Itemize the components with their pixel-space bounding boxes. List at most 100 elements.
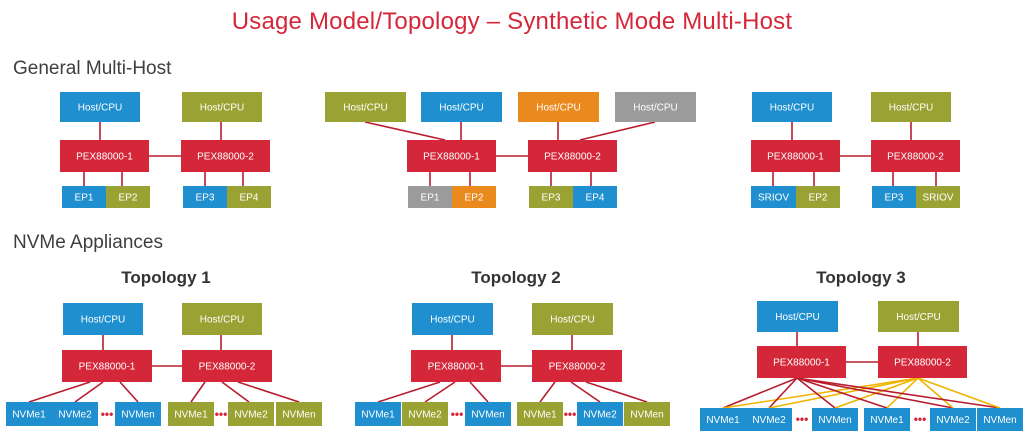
t1-link-pex1-nvme1 xyxy=(28,381,91,403)
gmh1-host-cpu-1-shape xyxy=(60,92,140,122)
t2-host-cpu-1-shape xyxy=(412,303,493,335)
t1-dots-a: ••• xyxy=(101,407,114,421)
t2-nvmen-b-shape xyxy=(624,402,670,426)
topology-2-heading: Topology 2 xyxy=(471,268,561,287)
gmh3-host-cpu-2: Host/CPU xyxy=(871,92,951,122)
t1-nvmen-a: NVMen xyxy=(115,402,161,426)
gmh3-pex88000-1-label: PEX88000-1 xyxy=(767,152,824,163)
gmh1-host-cpu-2-shape xyxy=(182,92,262,122)
t2-dots-a: ••• xyxy=(451,407,464,421)
t3-nvme2-b: NVMe2 xyxy=(930,408,976,431)
topology-1-heading: Topology 1 xyxy=(121,268,211,287)
t2-pex88000-1-label: PEX88000-1 xyxy=(428,362,485,373)
gmh1-ep4: EP4 xyxy=(227,186,271,208)
t1-nvme1-b: NVMe1 xyxy=(168,402,214,426)
t1-nvme2-a: NVMe2 xyxy=(52,402,98,426)
link-hostD-pex2 xyxy=(579,121,656,141)
t3-pex88000-2-label: PEX88000-2 xyxy=(894,358,951,369)
gmh3-pex88000-2-shape xyxy=(871,140,960,172)
gmh3-ep3-label: EP3 xyxy=(885,193,904,204)
gmh2-pex88000-2-shape xyxy=(528,140,617,172)
t2-host-cpu-1: Host/CPU xyxy=(412,303,493,335)
gmh2-ep1-shape xyxy=(408,186,452,208)
gmh1-ep2-label: EP2 xyxy=(119,193,138,204)
gmh2-pex88000-1-label: PEX88000-1 xyxy=(423,152,480,163)
t3-nvmen-b: NVMen xyxy=(977,408,1023,431)
t3-link-pex2-drive-5 xyxy=(917,377,954,409)
t1-nvme2-a-shape xyxy=(52,402,98,426)
t3-nvme2-a-shape xyxy=(746,408,792,431)
gmh1-pex88000-1-label: PEX88000-1 xyxy=(76,152,133,163)
t3-host-cpu-2-shape xyxy=(878,301,959,332)
t1-host-cpu-2-label: Host/CPU xyxy=(200,315,244,326)
gmh3-host-cpu-1-shape xyxy=(752,92,832,122)
gmh3-ep2-label: EP2 xyxy=(809,193,828,204)
t3-nvme2-b-label: NVMe2 xyxy=(936,415,970,426)
gmh2-host-cpu-3: Host/CPU xyxy=(518,92,599,122)
t2-nvme2-a-label: NVMe2 xyxy=(408,410,442,421)
t1-nvme2-b-shape xyxy=(228,402,274,426)
t1-nvmen-b-shape xyxy=(276,402,322,426)
gmh2-ep4-shape xyxy=(573,186,617,208)
gmh2-host-cpu-2-shape xyxy=(421,92,502,122)
link-hostA-pex1 xyxy=(364,121,446,141)
t2-link-pex1-nvmen xyxy=(469,381,489,403)
t3-nvme2-a: NVMe2 xyxy=(746,408,792,431)
gmh2-pex88000-2-label: PEX88000-2 xyxy=(544,152,601,163)
t2-nvme2-a: NVMe2 xyxy=(402,402,448,426)
gmh2-host-cpu-2-label: Host/CPU xyxy=(439,103,483,114)
t1-pex88000-1: PEX88000-1 xyxy=(62,350,152,382)
t3-pex88000-1-shape xyxy=(757,346,846,378)
gmh1-pex88000-1-shape xyxy=(60,140,149,172)
t3-host-cpu-1-label: Host/CPU xyxy=(775,312,819,323)
gmh2-host-cpu-3-shape xyxy=(518,92,599,122)
t1-nvmen-b: NVMen xyxy=(276,402,322,426)
t2-nvme1-a: NVMe1 xyxy=(355,402,401,426)
gmh1-ep4-label: EP4 xyxy=(240,193,259,204)
t2-nvmen-b-label: NVMen xyxy=(630,410,663,421)
t2-pex88000-2-label: PEX88000-2 xyxy=(549,362,606,373)
gmh1-ep3-label: EP3 xyxy=(196,193,215,204)
t1-link-pex1-nvme2 xyxy=(74,381,104,403)
t2-nvme1-a-label: NVMe1 xyxy=(361,410,395,421)
gmh1-pex88000-2: PEX88000-2 xyxy=(181,140,270,172)
t3-nvme2-a-label: NVMe2 xyxy=(752,415,786,426)
gmh1-ep1-label: EP1 xyxy=(75,193,94,204)
t2-link-pex1-nvme1 xyxy=(377,381,441,403)
gmh2-ep3-shape xyxy=(529,186,573,208)
gmh3-sriov-2-label: SRIOV xyxy=(922,193,953,204)
gmh1-host-cpu-1: Host/CPU xyxy=(60,92,140,122)
gmh3-pex88000-1-shape xyxy=(751,140,840,172)
gmh2-host-cpu-1-label: Host/CPU xyxy=(343,103,387,114)
t1-link-pex1-nvmen xyxy=(119,381,139,403)
t1-nvme1-a-label: NVMe1 xyxy=(12,410,46,421)
t2-link-pex1-nvme2 xyxy=(424,381,456,403)
gmh2-host-cpu-4-shape xyxy=(615,92,696,122)
t3-nvme1-a-label: NVMe1 xyxy=(706,415,740,426)
t3-nvmen-b-label: NVMen xyxy=(983,415,1016,426)
gmh1-host-cpu-1-label: Host/CPU xyxy=(78,103,122,114)
t3-link-pex2-drive-1 xyxy=(722,377,919,409)
t2-nvme2-b: NVMe2 xyxy=(577,402,623,426)
t3-pex88000-2: PEX88000-2 xyxy=(878,346,967,378)
t3-nvme2-b-shape xyxy=(930,408,976,431)
t3-dots-b: ••• xyxy=(914,412,927,426)
t1-dots-b: ••• xyxy=(215,407,228,421)
t1-nvme1-b-label: NVMe1 xyxy=(174,410,208,421)
gmh2-ep2-label: EP2 xyxy=(465,193,484,204)
t2-dots-b: ••• xyxy=(564,407,577,421)
t1-nvmen-a-shape xyxy=(115,402,161,426)
gmh2-ep1: EP1 xyxy=(408,186,452,208)
t3-host-cpu-1: Host/CPU xyxy=(757,301,838,332)
gmh3-ep3: EP3 xyxy=(872,186,916,208)
t3-dots-a: ••• xyxy=(796,412,809,426)
t1-host-cpu-2-shape xyxy=(182,303,262,335)
t2-link-pex2-nvme2 xyxy=(570,381,601,403)
gmh1-ep2-shape xyxy=(106,186,150,208)
gmh1-ep2: EP2 xyxy=(106,186,150,208)
t2-nvme2-a-shape xyxy=(402,402,448,426)
gmh2-host-cpu-4: Host/CPU xyxy=(615,92,696,122)
gmh2-pex88000-1: PEX88000-1 xyxy=(407,140,496,172)
gmh3-pex88000-2: PEX88000-2 xyxy=(871,140,960,172)
gmh3-ep2-shape xyxy=(796,186,840,208)
